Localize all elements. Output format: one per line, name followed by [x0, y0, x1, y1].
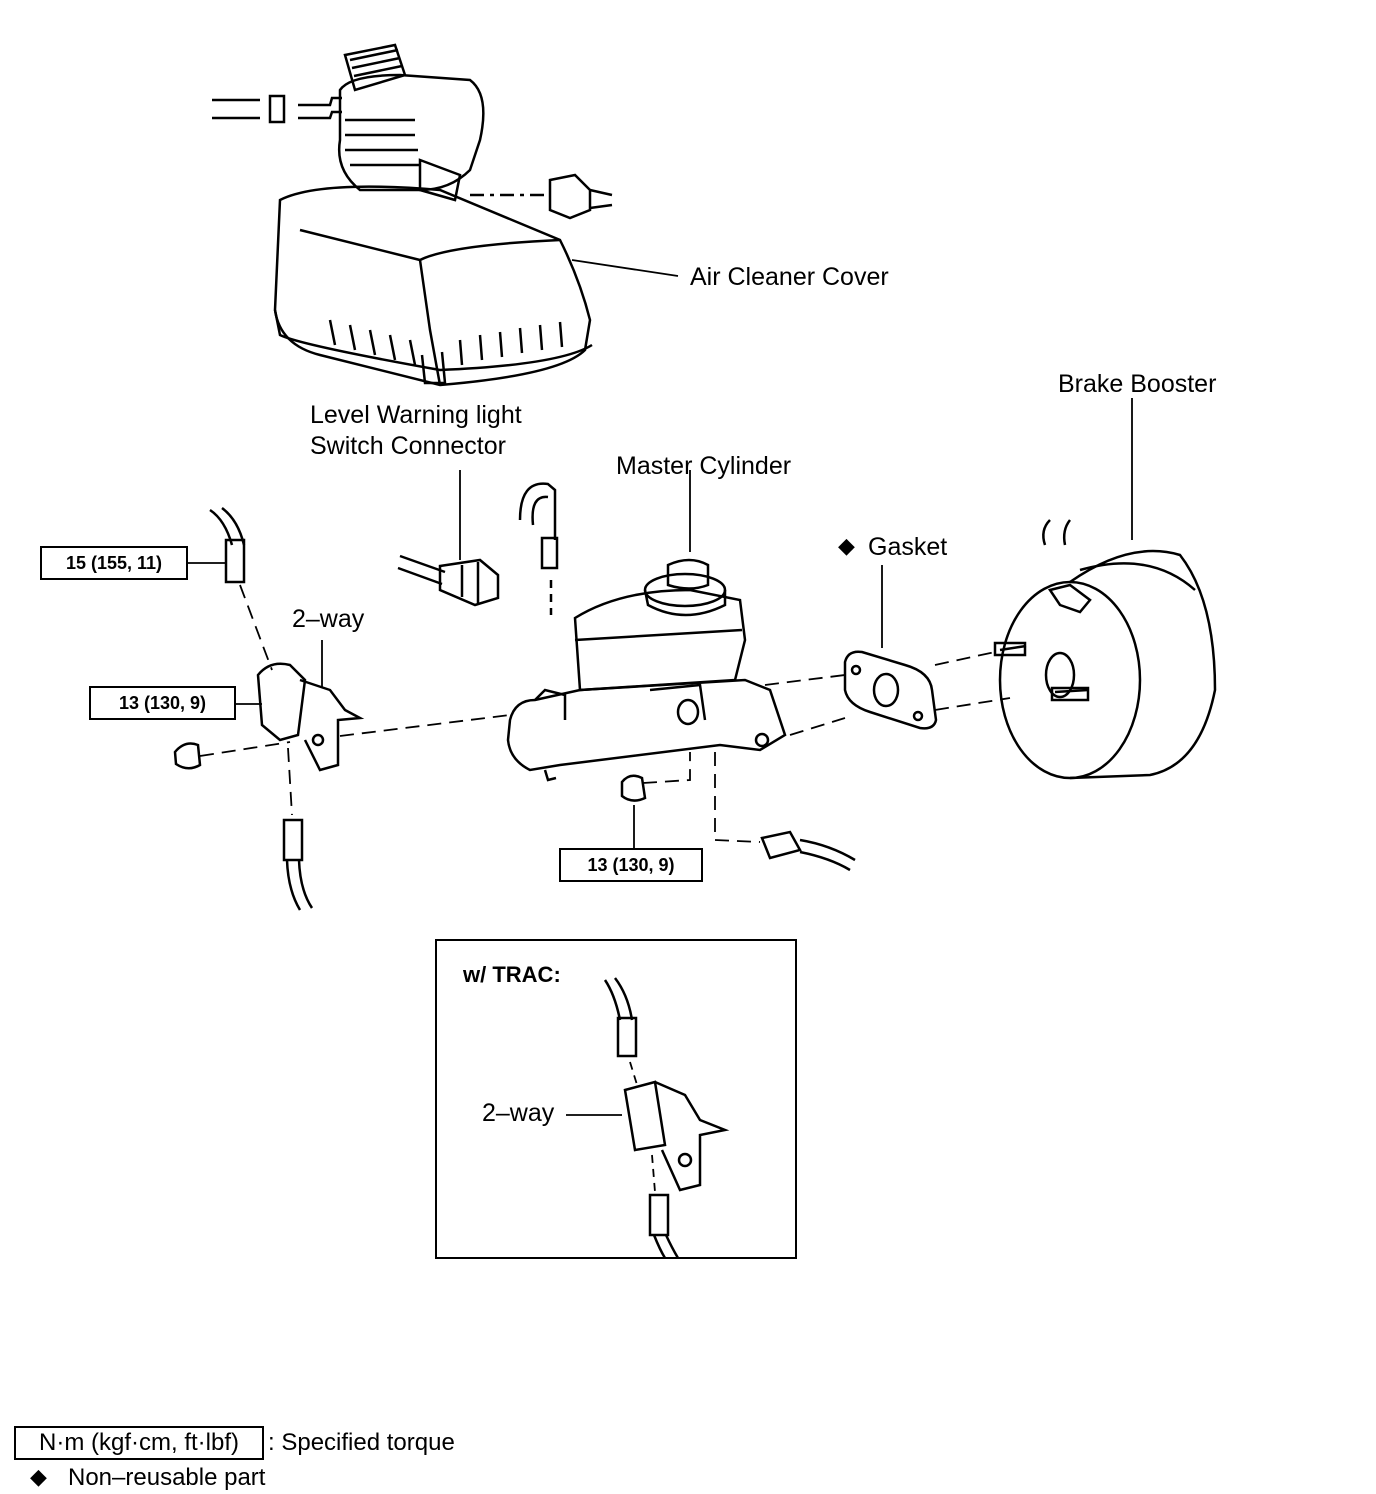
level-switch-connector	[397, 470, 500, 607]
alignment-lines	[199, 584, 1011, 843]
trac-inset-drawing	[435, 939, 797, 1259]
brake-line-upper	[518, 482, 559, 615]
lower-fittings	[620, 774, 856, 872]
two-way-label: 2–way	[292, 605, 365, 633]
brake-booster-label: Brake Booster	[1058, 370, 1217, 398]
level-warning-label-line2: Switch Connector	[310, 432, 506, 460]
trac-two-way-label: 2–way	[482, 1099, 555, 1127]
two-way-drawing	[173, 507, 365, 911]
air-cleaner-cover-label: Air Cleaner Cover	[690, 263, 889, 291]
torque-box-union-bolt: 15 (155, 11)	[40, 546, 188, 580]
gasket-label: Gasket	[868, 533, 948, 561]
level-warning-label-line1: Level Warning light	[310, 401, 522, 429]
gasket-marker: ◆	[838, 533, 855, 558]
brake-booster-drawing	[993, 398, 1217, 780]
legend-torque-unit-box: N·m (kgf·cm, ft·lbf)	[14, 1426, 264, 1460]
master-cylinder-drawing	[506, 470, 787, 782]
air-cleaner-assembly	[212, 43, 679, 387]
torque-box-master-nut: 13 (130, 9)	[559, 848, 703, 882]
legend-nonreusable-text: Non–reusable part	[68, 1464, 266, 1491]
leader-lines	[188, 562, 262, 705]
master-cylinder-label: Master Cylinder	[616, 452, 792, 480]
legend-nonreusable-symbol: ◆	[30, 1464, 47, 1489]
trac-inset-title: w/ TRAC:	[463, 962, 561, 987]
legend-torque-text: : Specified torque	[268, 1429, 455, 1456]
torque-box-two-way-nut: 13 (130, 9)	[89, 686, 236, 720]
gasket-drawing	[843, 565, 938, 730]
